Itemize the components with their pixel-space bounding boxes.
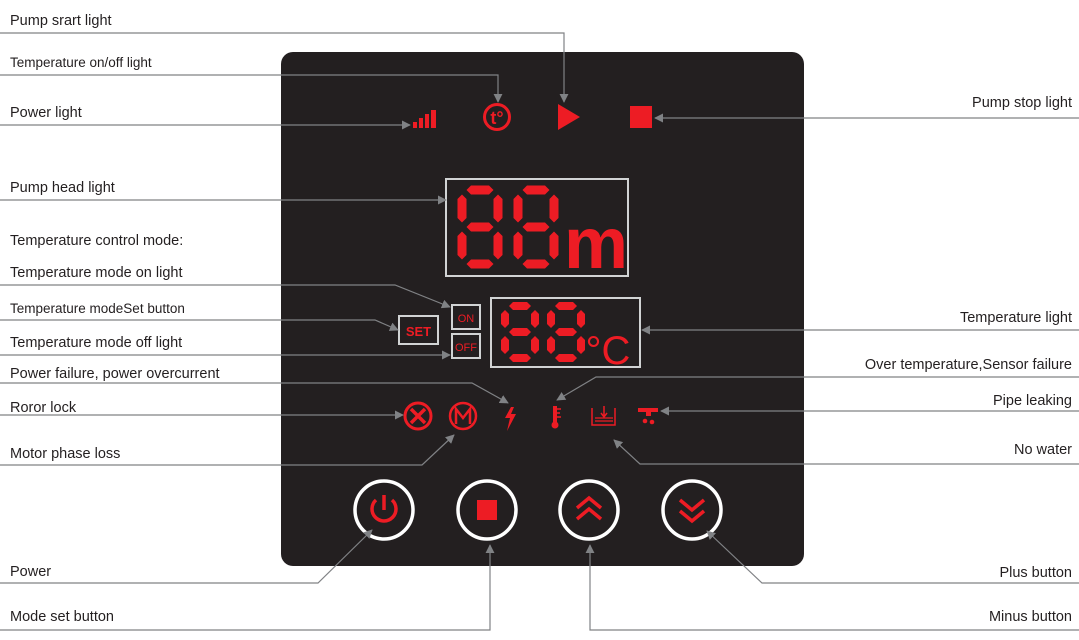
label-no-water: No water bbox=[1014, 442, 1072, 458]
segment-d bbox=[466, 259, 494, 269]
label-power-light: Power light bbox=[10, 105, 82, 121]
segment-g bbox=[522, 222, 550, 232]
plus-button[interactable] bbox=[661, 479, 723, 541]
on-label: ON bbox=[458, 313, 475, 325]
pipe-leaking-icon bbox=[638, 408, 658, 425]
segment-f bbox=[513, 194, 523, 223]
label-over-temperature: Over temperature,Sensor failure bbox=[865, 357, 1072, 373]
label-minus-button: Minus button bbox=[989, 609, 1072, 625]
segment-c bbox=[493, 231, 503, 260]
segment-f bbox=[547, 310, 555, 328]
segment-f bbox=[501, 310, 509, 328]
temperature-mode-set-button[interactable] bbox=[398, 315, 439, 345]
label-temperature-mode-off: Temperature mode off light bbox=[10, 335, 182, 351]
pump-head-digits bbox=[457, 185, 559, 269]
label-temperature-light: Temperature light bbox=[960, 310, 1072, 326]
temperature-display bbox=[490, 297, 641, 368]
pump-head-display bbox=[445, 178, 629, 277]
segment-d bbox=[522, 259, 550, 269]
temperature-mode-on-light bbox=[451, 304, 481, 330]
power-failure-icon bbox=[505, 407, 516, 431]
label-pump-head-light: Pump head light bbox=[10, 180, 115, 196]
label-temperature-mode-on: Temperature mode on light bbox=[10, 265, 183, 281]
label-power: Power bbox=[10, 564, 51, 580]
segment-c bbox=[531, 336, 539, 354]
mode-set-button[interactable] bbox=[456, 479, 518, 541]
power-icon bbox=[370, 498, 398, 523]
segment-b bbox=[577, 310, 585, 328]
label-temperature-onoff-light: Temperature on/off light bbox=[10, 55, 152, 70]
segment-d bbox=[555, 354, 577, 362]
power-button[interactable] bbox=[353, 479, 415, 541]
segment-b bbox=[493, 194, 503, 223]
no-water-icon bbox=[591, 406, 616, 426]
label-rotor-lock: Roror lock bbox=[10, 400, 77, 416]
rotor-lock-icon bbox=[403, 401, 433, 431]
stop-square-icon bbox=[477, 500, 497, 520]
label-pump-start-light: Pump srart light bbox=[10, 13, 112, 29]
temperature-digits bbox=[501, 302, 585, 362]
leader-lines bbox=[0, 32, 1079, 631]
label-temperature-mode-set: Temperature modeSet button bbox=[10, 301, 185, 316]
segment-e bbox=[501, 336, 509, 354]
segment-e bbox=[457, 231, 467, 260]
pump-head-unit: m bbox=[564, 204, 628, 284]
segment-f bbox=[457, 194, 467, 223]
svg-text:t°: t° bbox=[490, 108, 503, 128]
segment-a bbox=[555, 302, 577, 310]
label-pump-stop-light: Pump stop light bbox=[972, 95, 1072, 111]
pump-stop-light-icon bbox=[630, 106, 652, 128]
off-label: OFF bbox=[455, 342, 477, 354]
label-plus-button: Plus button bbox=[999, 565, 1072, 581]
segment-a bbox=[466, 185, 494, 195]
control-panel bbox=[281, 52, 804, 566]
segment-b bbox=[549, 194, 559, 223]
label-power-failure: Power failure, power overcurrent bbox=[10, 366, 220, 382]
segment-a bbox=[509, 302, 531, 310]
motor-phase-loss-icon bbox=[448, 401, 478, 431]
chevron-double-up-icon bbox=[575, 495, 603, 521]
power-light-icon bbox=[413, 110, 436, 128]
temperature-mode-off-light bbox=[451, 333, 481, 359]
segment-g bbox=[509, 328, 531, 336]
segment-a bbox=[522, 185, 550, 195]
segment-g bbox=[555, 328, 577, 336]
pump-start-light-icon bbox=[558, 104, 580, 130]
chevron-double-down-icon bbox=[678, 498, 706, 524]
segment-e bbox=[547, 336, 555, 354]
temperature-onoff-light-icon: t° bbox=[483, 103, 511, 131]
segment-c bbox=[577, 336, 585, 354]
over-temperature-icon bbox=[551, 406, 561, 429]
minus-button[interactable] bbox=[558, 479, 620, 541]
label-temperature-control-mode: Temperature control mode: bbox=[10, 233, 183, 249]
segment-g bbox=[466, 222, 494, 232]
label-pipe-leaking: Pipe leaking bbox=[993, 393, 1072, 409]
segment-d bbox=[509, 354, 531, 362]
segment-e bbox=[513, 231, 523, 260]
segment-b bbox=[531, 310, 539, 328]
set-label: SET bbox=[406, 324, 431, 339]
segment-c bbox=[549, 231, 559, 260]
label-motor-phase-loss: Motor phase loss bbox=[10, 446, 120, 462]
label-mode-set-button: Mode set button bbox=[10, 609, 114, 625]
temperature-unit: °C bbox=[586, 329, 631, 373]
